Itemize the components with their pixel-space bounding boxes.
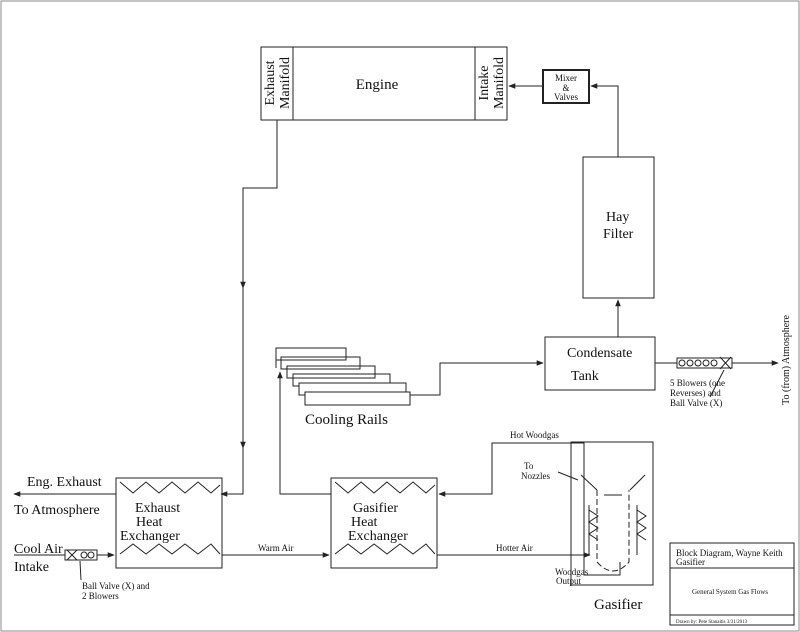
ball-valve-left-label-1: Ball Valve (X) and: [82, 581, 150, 591]
hay-filter-label-1: Hay: [606, 210, 629, 225]
condensate-tank-box: [544, 336, 656, 391]
gasifier-hx-label-2: Heat: [351, 515, 378, 530]
mixer-label-2: &: [562, 83, 569, 93]
tank-label: Tank: [571, 369, 599, 384]
gasifier-enclosure: [570, 441, 654, 586]
cool-air-label: Cool Air: [14, 542, 63, 557]
exhaust-heat-exchanger: [115, 477, 223, 569]
ball-valve-left-label-2: 2 Blowers: [82, 591, 119, 601]
engine-label: Engine: [356, 77, 399, 93]
to-nozzles-label-2: Nozzles: [521, 471, 550, 481]
gasifier-label: Gasifier: [594, 597, 642, 613]
engine-block: [260, 46, 508, 121]
title-block-drawn-by: Drawn by: Pete Stanaitis 3/31/2013: [676, 620, 748, 625]
gasifier-heat-exchanger: [330, 477, 438, 569]
title-block-title-2: Gasifier: [676, 557, 705, 567]
to-from-atmosphere-label: To (from) Atmosphere: [781, 315, 792, 405]
eng-exhaust-label: Eng. Exhaust: [27, 475, 102, 490]
condensate-label: Condensate: [567, 346, 632, 361]
hotter-air-label: Hotter Air: [496, 543, 533, 553]
exhaust-hx-label-3: Exchanger: [120, 529, 180, 544]
intake-manifold-label-2: Manifold: [492, 57, 507, 109]
blowers-right-label-1: 5 Blowers (one: [670, 378, 725, 388]
title-block: [669, 542, 795, 626]
mixer-label-1: Mixer: [555, 73, 577, 83]
title-block-title-1: Block Diagram, Wayne Keith: [676, 548, 783, 558]
hot-woodgas-label: Hot Woodgas: [510, 430, 559, 440]
mixer-label-3: Valves: [554, 92, 578, 102]
gasifier-hx-label-3: Exchanger: [348, 529, 408, 544]
woodgas-output-label-1: Woodgas: [555, 567, 589, 577]
blowers-right-label-2: Reverses) and: [670, 388, 721, 398]
blowers-right-label-3: Ball Valve (X): [670, 398, 722, 408]
intake-manifold-label-1: Intake: [477, 66, 492, 101]
cooling-rails-label: Cooling Rails: [305, 412, 388, 428]
exhaust-manifold-label-1: Exhaust: [263, 60, 278, 105]
title-block-subtitle: General System Gas Flows: [692, 588, 768, 596]
to-atmosphere-label: To Atmosphere: [14, 503, 100, 518]
ball-valve-blowers-left: [64, 549, 98, 561]
cooling-rails: [275, 347, 411, 406]
warm-air-label: Warm Air: [258, 543, 294, 553]
hay-filter-label-2: Filter: [603, 227, 634, 242]
gasifier-hx-label-1: Gasifier: [353, 501, 398, 516]
exhaust-manifold-label-2: Manifold: [278, 57, 293, 109]
to-nozzles-label-1: To: [524, 461, 534, 471]
exhaust-hx-label-1: Exhaust: [135, 501, 180, 516]
gasifier-internals: [557, 471, 647, 572]
exhaust-hx-label-2: Heat: [136, 515, 163, 530]
woodgas-output-label-2: Output: [556, 576, 582, 586]
blowers-right: [676, 356, 733, 370]
intake-label: Intake: [14, 560, 49, 575]
hay-filter-box: [582, 156, 655, 299]
